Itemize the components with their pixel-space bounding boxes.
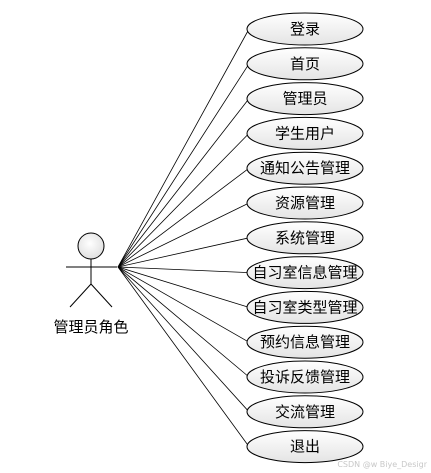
use-case: 登录 [246, 12, 364, 46]
use-case: 自习室类型管理 [246, 290, 364, 324]
use-case-ellipse [246, 290, 364, 324]
use-case: 预约信息管理 [246, 325, 364, 359]
use-case: 投诉反馈管理 [246, 360, 364, 394]
use-case-label: 学生用户 [275, 124, 335, 142]
use-case: 管理员 [246, 82, 364, 116]
watermark: CSDN @w Biye_Desigr [337, 460, 427, 469]
use-case-label: 通知公告管理 [260, 159, 350, 177]
use-case-label: 退出 [290, 438, 320, 456]
association-line [117, 266, 250, 413]
use-case-label: 预约信息管理 [260, 333, 350, 351]
association-line [117, 266, 250, 308]
actor-label: 管理员角色 [53, 318, 128, 336]
association-line [117, 133, 250, 268]
actor-left-leg [69, 283, 92, 308]
use-case: 资源管理 [246, 186, 364, 220]
association-line [117, 266, 250, 343]
use-case-ellipse [246, 82, 364, 116]
use-case-label: 资源管理 [275, 194, 335, 212]
use-case: 退出 [246, 430, 364, 464]
use-case-list: 登录首页管理员学生用户通知公告管理资源管理系统管理自习室信息管理自习室类型管理预… [246, 12, 364, 464]
use-case-label: 管理员 [282, 90, 327, 108]
actor-right-leg [90, 283, 113, 308]
use-case-ellipse [246, 221, 364, 255]
association-line [117, 266, 250, 378]
association-lines [117, 28, 250, 447]
actor: 管理员角色 [53, 232, 129, 336]
use-case-ellipse [246, 12, 364, 46]
use-case: 交流管理 [246, 395, 364, 429]
use-case: 自习室信息管理 [246, 256, 364, 290]
use-case-ellipse [246, 186, 364, 220]
use-case-label: 交流管理 [275, 403, 335, 421]
association-line [117, 98, 250, 268]
use-case-ellipse [246, 395, 364, 429]
association-line [117, 167, 250, 268]
use-case-label: 系统管理 [275, 229, 335, 247]
use-case-ellipse [246, 430, 364, 464]
use-case: 系统管理 [246, 221, 364, 255]
use-case-label: 自习室类型管理 [252, 298, 357, 316]
use-case-label: 投诉反馈管理 [260, 368, 350, 386]
use-case-label: 首页 [290, 55, 320, 73]
actor-head-icon [77, 232, 105, 260]
use-case-ellipse [246, 325, 364, 359]
association-line [117, 202, 250, 268]
use-case-ellipse [246, 256, 364, 290]
use-case-ellipse [246, 360, 364, 394]
association-line [117, 237, 250, 268]
use-case-label: 登录 [290, 20, 320, 38]
use-case-label: 自习室信息管理 [252, 264, 357, 282]
use-case-ellipse [246, 47, 364, 81]
use-case: 通知公告管理 [246, 151, 364, 185]
association-line [117, 266, 250, 447]
use-case: 学生用户 [246, 116, 364, 150]
use-case-ellipse [246, 116, 364, 150]
use-case: 首页 [246, 47, 364, 81]
association-line [117, 28, 250, 268]
association-line [117, 63, 250, 268]
association-line [117, 266, 250, 273]
use-case-ellipse [246, 151, 364, 185]
